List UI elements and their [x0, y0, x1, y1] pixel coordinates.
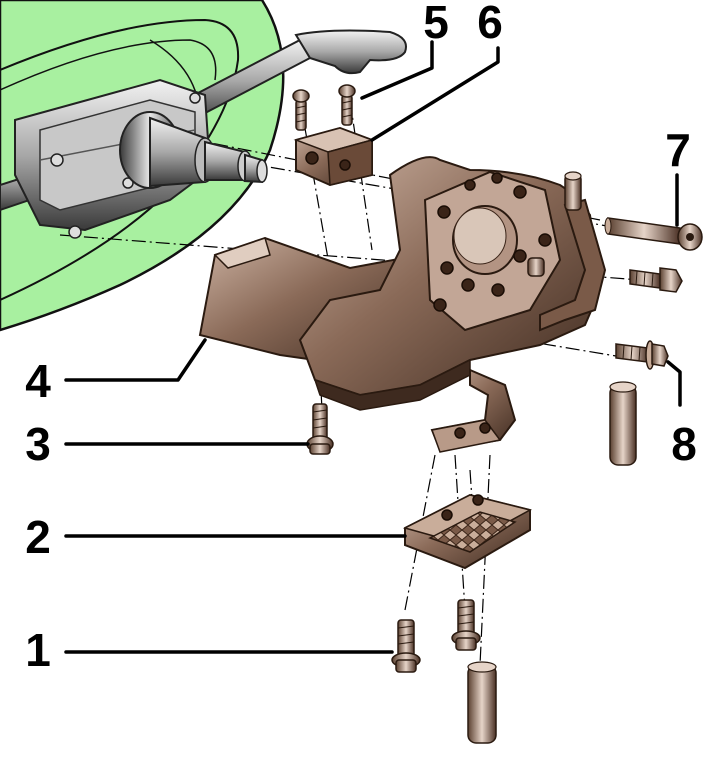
leader-6	[370, 46, 500, 142]
lower-shroud-part-4	[198, 156, 607, 453]
callout-8: 8	[671, 418, 697, 470]
leader-8	[666, 360, 682, 407]
bolts-part-1	[391, 599, 497, 744]
long-bolt-part-7	[604, 217, 703, 251]
pad-plate-part-2	[402, 493, 533, 570]
callout-labels: 1 2 3 4 5 6 7 8	[25, 0, 697, 676]
callout-5: 5	[423, 0, 449, 48]
leader-lines	[64, 40, 682, 654]
clamp-block-part-6	[293, 126, 375, 187]
leader-5	[360, 40, 434, 100]
callout-1: 1	[25, 624, 51, 676]
callout-3: 3	[25, 418, 51, 470]
steering-column-assembly	[0, 29, 407, 239]
screws-part-5	[292, 84, 356, 131]
callout-2: 2	[25, 511, 51, 563]
leader-4	[64, 338, 207, 382]
guide-pin-right	[609, 381, 637, 466]
flange-bolt-part-8	[615, 340, 669, 370]
callout-4: 4	[25, 355, 51, 407]
callout-7: 7	[665, 124, 691, 176]
hex-bolt-right	[629, 267, 683, 293]
callout-6: 6	[477, 0, 503, 48]
screw-part-3	[306, 403, 334, 455]
